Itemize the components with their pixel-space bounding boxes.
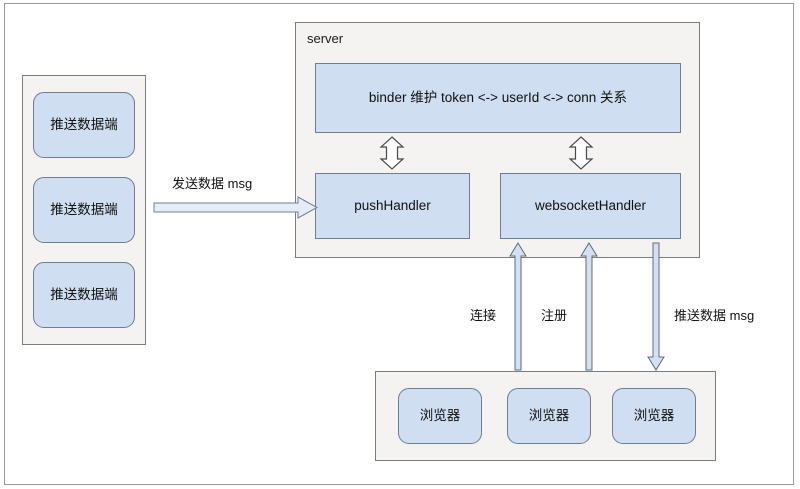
browser-box-1-label: 浏览器 (419, 407, 461, 423)
websocket-handler-box[interactable]: websocketHandler (500, 173, 681, 239)
browser-box-3[interactable]: 浏览器 (612, 388, 696, 444)
edge-label-push-msg: 推送数据 msg (674, 308, 755, 323)
edge-label-send-msg: 发送数据 msg (172, 176, 253, 191)
browser-box-2[interactable]: 浏览器 (507, 388, 591, 444)
edge-label-register: 注册 (541, 308, 568, 323)
binder-box-label: binder 维护 token <-> userId <-> conn 关系 (368, 89, 628, 105)
edge-label-connect: 连接 (470, 308, 497, 323)
producer-box-3-label: 推送数据端 (50, 286, 118, 302)
browser-box-1[interactable]: 浏览器 (398, 388, 482, 444)
binder-box[interactable]: binder 维护 token <-> userId <-> conn 关系 (315, 63, 681, 133)
browser-register-arrow-icon (580, 242, 598, 371)
binder-websockethandler-arrow-icon (568, 136, 594, 170)
binder-pushhandler-arrow-icon (379, 136, 405, 170)
browser-box-2-label: 浏览器 (528, 407, 570, 423)
server-panel-label: server (307, 31, 344, 46)
push-handler-box[interactable]: pushHandler (315, 173, 470, 239)
browser-box-3-label: 浏览器 (633, 407, 675, 423)
producer-box-3[interactable]: 推送数据端 (33, 262, 135, 328)
browser-connect-arrow-icon (509, 242, 527, 371)
producer-to-pushhandler-arrow-icon (153, 196, 319, 219)
websocket-handler-label: websocketHandler (534, 197, 647, 213)
producer-box-1[interactable]: 推送数据端 (33, 92, 135, 158)
producer-box-2[interactable]: 推送数据端 (33, 177, 135, 243)
push-handler-label: pushHandler (354, 197, 431, 213)
producer-box-1-label: 推送数据端 (50, 116, 118, 132)
producer-box-2-label: 推送数据端 (50, 201, 118, 217)
server-push-to-browser-arrow-icon (647, 242, 665, 371)
